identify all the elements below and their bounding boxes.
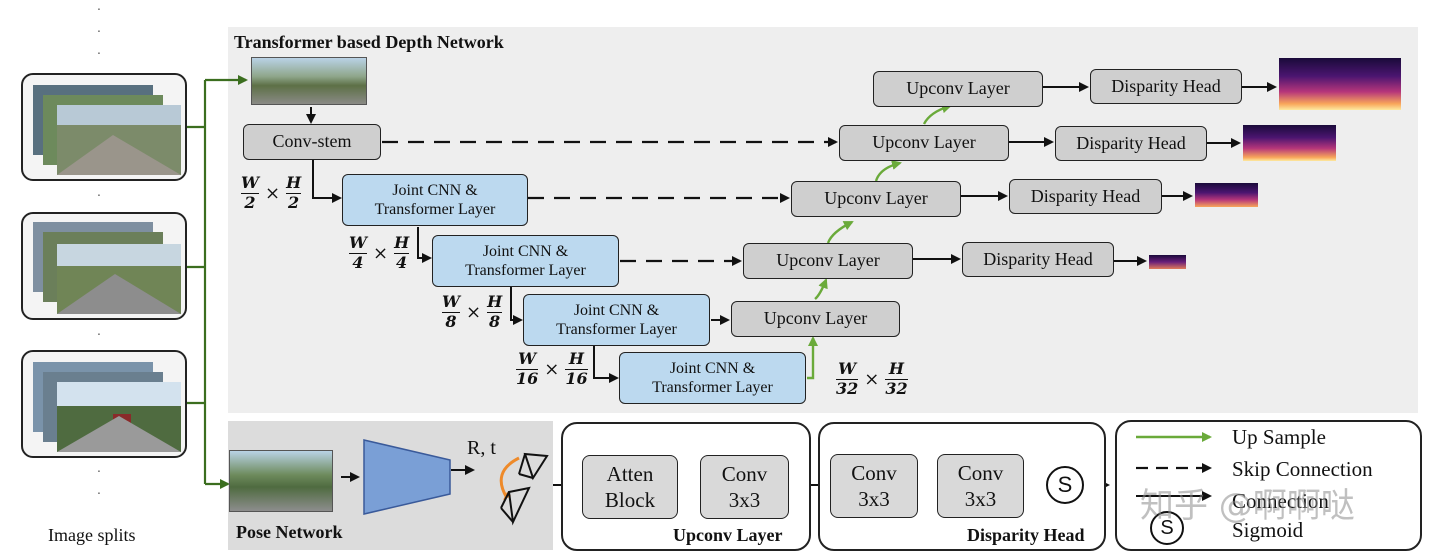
dots-top: ··· [96,3,102,62]
atten-block: Atten Block [582,455,678,519]
disparity-map-3 [1195,183,1258,207]
upconv-layer-4: Upconv Layer [743,243,913,279]
joint-layer-1-line2: Transformer Layer [374,201,496,218]
upconv-layer-5: Upconv Layer [731,301,900,337]
image-stack-icon [33,85,181,175]
atten-block-line2: Block [604,488,656,512]
disparity-map-2 [1243,125,1336,161]
joint-layer-4-line1: Joint CNN & [669,359,756,377]
image-split-2 [21,212,187,320]
legend-sigmoid-label: Sigmoid [1232,518,1304,542]
disparity-conv2-line1: Conv [957,460,1004,485]
legend-connection-label: Connection [1232,489,1329,513]
disparity-map-4 [1149,255,1186,269]
camera-pose-icon [499,452,549,526]
joint-layer-3-line1: Joint CNN & [573,301,660,319]
pose-encoder-trapezoid [363,439,451,515]
disparity-detail-caption: Disparity Head [967,525,1085,545]
pose-network-title: Pose Network [236,522,343,542]
joint-layer-1-line1: Joint CNN & [392,181,478,199]
watermark: 知乎 @啊啊哒 [1140,486,1355,526]
depth-network-title: Transformer based Depth Network [234,32,504,52]
disparity-conv2-line2: 3x3 [964,487,997,511]
dots-mid-1: · [96,189,102,204]
disparity-conv1-line2: 3x3 [858,487,890,511]
disparity-conv3x3-2: Conv 3x3 [937,454,1024,518]
legend-sigmoid-icon: S [1150,511,1184,545]
upconv-conv-line2: 3x3 [728,488,761,512]
disparity-conv3x3-1: Conv 3x3 [830,454,918,518]
upconv-conv-line1: Conv [721,461,768,486]
joint-layer-3: Joint CNN & Transformer Layer [523,294,710,346]
joint-layer-4-line2: Transformer Layer [652,379,773,396]
joint-layer-2-line2: Transformer Layer [465,262,586,279]
joint-layer-2-line1: Joint CNN & [482,242,569,260]
conv-stem-box: Conv-stem [243,124,381,160]
sigmoid-icon: S [1046,466,1084,504]
upconv-layer-3: Upconv Layer [791,181,961,217]
upconv-conv3x3: Conv 3x3 [700,455,789,519]
image-splits-caption: Image splits [48,525,136,545]
pose-input-image [229,450,333,512]
upconv-detail-caption: Upconv Layer [673,525,783,545]
legend-connection-arrow [1136,491,1212,501]
disparity-map-1 [1279,58,1401,110]
atten-block-line1: Atten [606,461,654,486]
legend-skip-label: Skip Connection [1232,457,1373,481]
image-split-3 [21,350,187,458]
disparity-head-3: Disparity Head [1009,179,1162,214]
joint-layer-1: Joint CNN & Transformer Layer [342,174,528,226]
dots-mid-2: · [96,328,102,343]
joint-layer-4: Joint CNN & Transformer Layer [619,352,806,404]
disparity-conv1-line1: Conv [851,460,897,485]
legend-arrows [1136,432,1212,473]
disparity-head-1: Disparity Head [1090,69,1242,104]
image-stack-icon [33,222,181,314]
upconv-layer-2: Upconv Layer [839,125,1009,161]
disparity-head-2: Disparity Head [1055,126,1207,161]
disparity-head-4: Disparity Head [962,242,1114,277]
joint-layer-3-line2: Transformer Layer [556,321,677,338]
image-split-1 [21,73,187,181]
rt-label: R, t [467,437,496,459]
legend-upsample-label: Up Sample [1232,425,1326,449]
dots-bottom: ·· [96,465,102,502]
joint-layer-2: Joint CNN & Transformer Layer [432,235,619,287]
image-stack-icon [33,362,181,452]
depth-input-image [251,57,367,105]
upconv-layer-1: Upconv Layer [873,71,1043,107]
